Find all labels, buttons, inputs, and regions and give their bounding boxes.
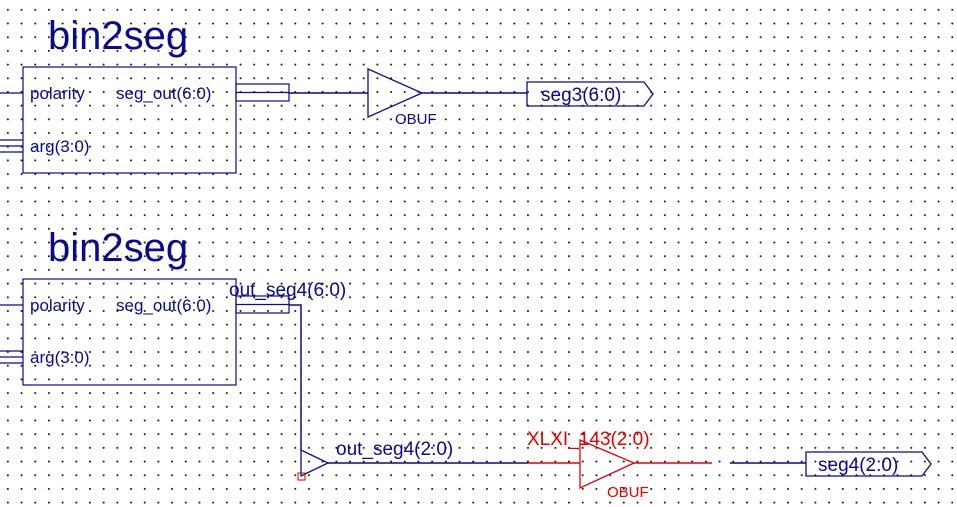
pin-marker-icon (297, 472, 306, 481)
bin2seg-block-2[interactable]: bin2seg polarity arg(3:0) seg_out(6:0) (0, 226, 290, 386)
block-title: bin2seg (48, 14, 188, 58)
net-label-bus-slice: out_seg4(2:0) (336, 439, 453, 460)
arg-pin-label: arg(3:0) (30, 348, 90, 367)
seg-out-pin-label: seg_out(6:0) (116, 84, 211, 103)
block-body[interactable] (22, 278, 237, 386)
arg-pin-bus[interactable] (0, 139, 23, 153)
polarity-pin-label: polarity (30, 84, 85, 103)
net-label-bus-main: out_seg4(6:0) (229, 280, 346, 301)
bus-tap[interactable] (297, 448, 330, 481)
buffer-icon (367, 67, 424, 119)
seg-out-pin-label: seg_out(6:0) (116, 296, 211, 315)
obuf-buffer-2[interactable]: OBUF (579, 439, 649, 501)
arg-pin-bus[interactable] (0, 350, 23, 364)
bus-tap-icon (300, 448, 330, 478)
buffer-icon (579, 439, 636, 490)
port-arrow-icon (526, 81, 654, 107)
bin2seg-block-1[interactable]: bin2seg polarity arg(3:0) seg_out(6:0) (0, 14, 290, 174)
port-arrow-icon (805, 451, 932, 477)
output-port-seg4[interactable]: seg4(2:0) (805, 451, 932, 477)
buffer-label: OBUF (395, 111, 437, 128)
port-label: seg4(2:0) (818, 455, 898, 476)
output-port-seg3[interactable]: seg3(6:0) (526, 81, 654, 107)
block-title: bin2seg (48, 226, 188, 270)
buffer-label: OBUF (607, 484, 649, 501)
polarity-pin-label: polarity (30, 296, 85, 315)
obuf-buffer-1[interactable]: OBUF (367, 67, 437, 128)
instance-label-error: XLXI_143(2:0) (527, 429, 650, 450)
port-label: seg3(6:0) (541, 85, 621, 106)
arg-pin-label: arg(3:0) (30, 137, 90, 156)
block-body[interactable] (22, 66, 237, 174)
bus-wire[interactable] (289, 304, 302, 450)
